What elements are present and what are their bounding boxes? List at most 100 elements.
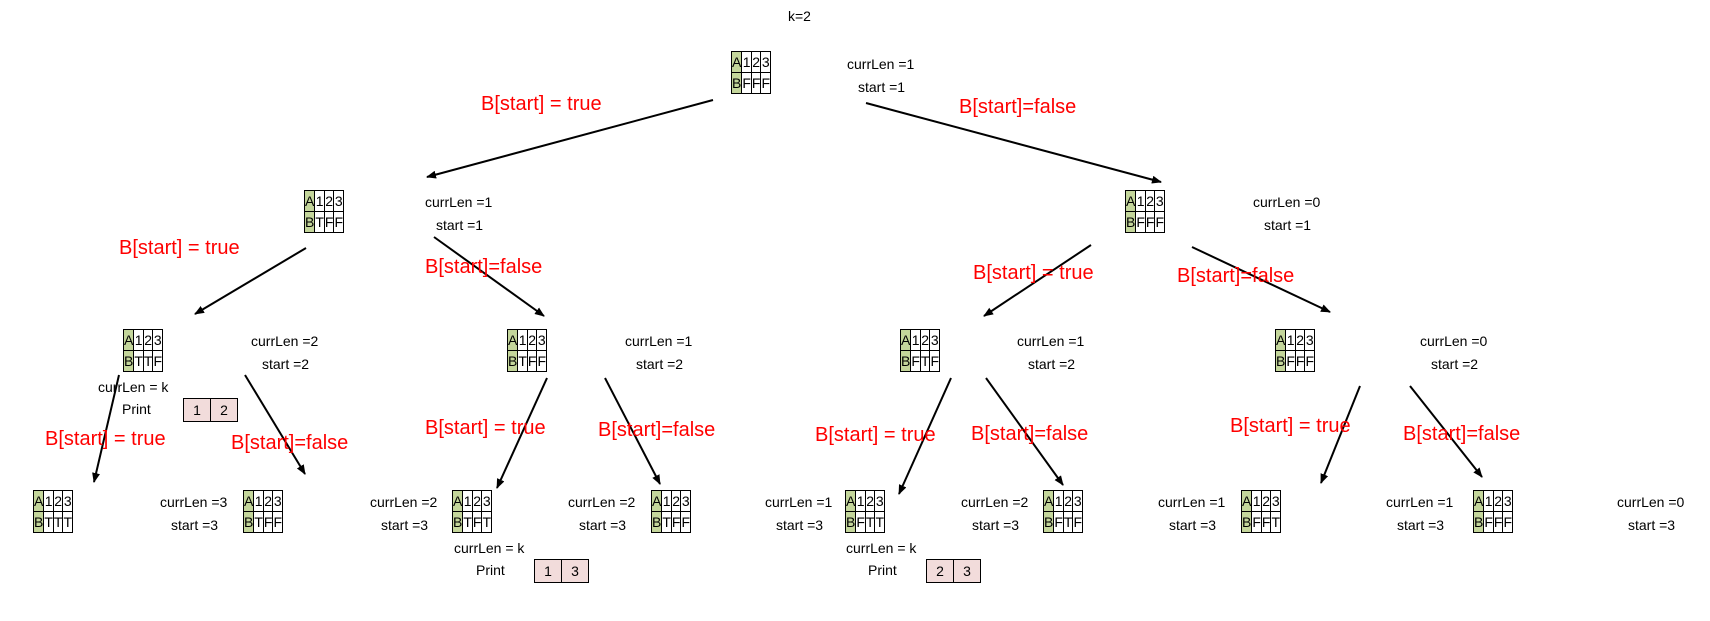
array-a-cell: 2 (52, 490, 64, 512)
edge-n6-right (1409, 385, 1483, 478)
array-a-cell: 3 (874, 490, 886, 512)
print-condition: currLen = k (454, 540, 525, 556)
array-b-cell: F (1260, 511, 1272, 533)
array-b-cell: F (1072, 511, 1084, 533)
currlen-text: currLen =0 (1253, 194, 1321, 210)
array-a-cell: 1 (462, 490, 473, 512)
array-b-label: B (899, 350, 912, 372)
branch-label: B[start]=false (231, 432, 349, 454)
array-a-label: A (650, 490, 663, 512)
currlen-text: currLen =2 (251, 333, 319, 349)
array-a-label: A (1240, 490, 1253, 512)
array-a-label: A (1274, 329, 1287, 351)
start-text: start =3 (972, 517, 1020, 533)
array-b-label: B (506, 350, 519, 372)
array-b-cell: F (1251, 511, 1262, 533)
array-b-label: B (650, 511, 663, 533)
start-text: start =2 (636, 356, 684, 372)
start-text: start =3 (381, 517, 429, 533)
start-text: start =3 (1397, 517, 1445, 533)
node-info: currLen =0 start =1 (1253, 191, 1320, 237)
array-a-label: A (242, 490, 255, 512)
array-b-cell: F (750, 72, 762, 94)
print-condition: currLen = k (846, 540, 917, 556)
print-value: 2 (210, 398, 238, 422)
print-annotation: currLen = k Print (98, 376, 168, 420)
array-b-cell: F (670, 511, 682, 533)
array-b-cell: T (661, 511, 672, 533)
array-a-cell: 2 (526, 329, 538, 351)
array-a-label: A (844, 490, 857, 512)
branch-label: B[start] = true (1230, 415, 1351, 437)
edge-l1-right (433, 236, 545, 317)
branch-label: B[start]=false (959, 96, 1077, 118)
array-b-cell: F (1285, 350, 1296, 372)
array-b-cell: F (741, 72, 752, 94)
array-b-cell: F (855, 511, 866, 533)
branch-label: B[start]=false (425, 256, 543, 278)
array-b-cell: T (462, 511, 473, 533)
array-b-label: B (1472, 511, 1485, 533)
array-a-cell: 3 (1072, 490, 1084, 512)
node-info: currLen =1 start =2 (625, 330, 692, 376)
start-text: start =3 (1169, 517, 1217, 533)
start-text: start =3 (776, 517, 824, 533)
array-a-cell: 3 (536, 329, 548, 351)
array-a-cell: 3 (481, 490, 493, 512)
currlen-text: currLen =1 (1158, 494, 1226, 510)
print-label: Print (868, 562, 897, 578)
array-a-cell: 1 (855, 490, 866, 512)
branch-label: B[start] = true (119, 237, 240, 259)
start-text: start =2 (1028, 356, 1076, 372)
array-a-cell: 3 (1304, 329, 1316, 351)
edge-r1-right (1191, 246, 1331, 313)
array-b-cell: F (272, 511, 284, 533)
array-b-cell: T (43, 511, 54, 533)
array-a-cell: 2 (1492, 490, 1504, 512)
array-b-cell: T (864, 511, 876, 533)
array-b-label: B (730, 72, 743, 94)
array-a-label: A (451, 490, 464, 512)
array-a-cell: 2 (750, 51, 762, 73)
array-b-cell: F (1294, 350, 1306, 372)
print-label: Print (476, 562, 505, 578)
array-b-label: B (1042, 511, 1055, 533)
array-a-cell: 1 (1135, 190, 1146, 212)
edge-n3-right (244, 374, 306, 475)
start-text: start =3 (1628, 517, 1676, 533)
array-b-cell: T (1062, 511, 1074, 533)
array-a-label: A (1124, 190, 1137, 212)
array-b-cell: F (1135, 211, 1146, 233)
array-a-label: A (32, 490, 45, 512)
array-b-cell: F (536, 350, 548, 372)
array-a-cell: 3 (1154, 190, 1166, 212)
currlen-text: currLen =1 (625, 333, 693, 349)
array-b-cell: F (1304, 350, 1316, 372)
branch-label: B[start]=false (1177, 265, 1295, 287)
print-value: 3 (561, 559, 589, 583)
array-a-cell: 1 (314, 190, 325, 212)
array-b-label: B (451, 511, 464, 533)
array-a-label: A (1472, 490, 1485, 512)
array-a-cell: 2 (323, 190, 335, 212)
edge-root-right (865, 102, 1162, 184)
print-condition: currLen = k (98, 379, 169, 395)
start-text: start =1 (1264, 217, 1312, 233)
currlen-text: currLen =1 (847, 56, 915, 72)
array-b-cell: F (1492, 511, 1504, 533)
print-value: 3 (953, 559, 981, 583)
